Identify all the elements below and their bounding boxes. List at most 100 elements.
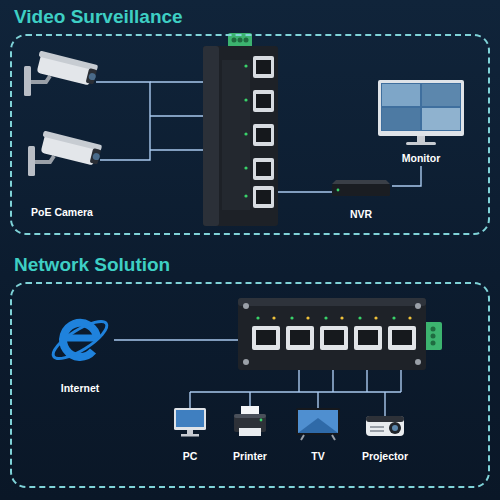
device-node: TV <box>290 406 346 464</box>
internet-icon <box>48 315 111 365</box>
device-node: Printer <box>222 406 278 464</box>
device-label: PoE Camera <box>31 206 93 219</box>
projector-icon-part <box>370 426 384 428</box>
poe-switch-vertical-part <box>222 60 250 210</box>
device-label: PC <box>183 450 198 463</box>
camera-wires-part <box>150 149 210 150</box>
poe-switch-horizontal-part-part <box>290 316 293 319</box>
device-label: TV <box>311 450 324 463</box>
network-wires-part <box>189 392 190 408</box>
poe-switch-horizontal-part-part <box>256 316 259 319</box>
poe-switch-horizontal-part-part <box>243 303 249 309</box>
printer-icon-part <box>234 414 266 418</box>
poe-switch-vertical-part-part <box>253 186 274 208</box>
section-heading: Network Solution <box>14 254 170 276</box>
poe-switch-vertical-part-part <box>253 158 274 180</box>
monitor-icon-part <box>422 84 460 106</box>
device-node: Monitor <box>375 78 467 166</box>
projector-icon-part <box>366 416 404 422</box>
poe-switch-vertical-part <box>253 56 274 208</box>
poe-switch-horizontal-part <box>424 322 442 350</box>
monitor-icon-part <box>417 136 425 142</box>
poe-switch-vertical-part-part <box>244 132 247 135</box>
monitor-icon <box>378 80 464 145</box>
printer-icon-part <box>260 419 263 422</box>
poe-switch-horizontal-part-part <box>324 316 327 319</box>
poe-camera-icon-part-part <box>86 68 97 84</box>
poe-switch-vertical-part <box>256 60 271 204</box>
poe-switch-horizontal-part <box>256 330 412 345</box>
poe-switch-vertical-part-part <box>256 128 271 142</box>
poe-switch-horizontal-part-part <box>256 330 276 345</box>
poe-camera-icon-part-part <box>39 51 99 71</box>
poe-switch-horizontal-part-part <box>415 303 421 309</box>
poe-switch-vertical-part-part <box>256 60 271 74</box>
camera-wires-part <box>150 81 210 82</box>
poe-switch-horizontal-part-part <box>272 316 275 319</box>
poe-switch-horizontal-part-part <box>324 330 344 345</box>
nvr-icon-part <box>332 184 390 196</box>
device-node: Internet <box>44 308 116 396</box>
device-label: Internet <box>61 382 100 395</box>
poe-switch-vertical-part-part <box>256 162 271 176</box>
poe-switch-horizontal-part-part <box>392 330 412 345</box>
poe-switch-vertical-part <box>203 46 278 226</box>
network-wires-part <box>114 339 240 340</box>
poe-switch-horizontal-part-part <box>243 359 249 365</box>
monitor-icon-part <box>422 108 460 130</box>
poe-switch-horizontal-part <box>256 316 411 319</box>
projector-icon-part <box>370 430 384 432</box>
nvr-icon-part <box>332 180 390 184</box>
pc-icon-part <box>181 434 199 437</box>
pc-icon-part <box>187 430 193 434</box>
poe-switch-vertical-part-part <box>244 64 247 67</box>
poe-switch-horizontal-part-part <box>354 326 382 350</box>
printer-icon <box>234 406 266 436</box>
poe-camera-icon-part <box>35 51 99 87</box>
projector-icon-part <box>392 425 398 431</box>
monitor-icon-part <box>382 108 420 130</box>
poe-switch-vertical-part <box>203 46 219 226</box>
poe-camera-icon-part-part <box>90 148 101 164</box>
monitor-icon-part <box>381 83 461 131</box>
poe-switch-vertical-part-part <box>253 124 274 146</box>
projector-icon-part <box>366 416 404 436</box>
poe-switch-vertical-part <box>244 38 249 43</box>
poe-switch-horizontal <box>238 298 442 370</box>
projector-icon <box>366 416 404 436</box>
nvr-icon <box>332 180 390 196</box>
poe-switch-horizontal-part-part <box>415 359 421 365</box>
poe-camera-icon-part-part <box>92 152 100 160</box>
network-wires-part <box>249 392 250 406</box>
poe-camera-icon-part <box>24 66 31 96</box>
internet-icon-part <box>48 315 111 365</box>
section-heading: Video Surveillance <box>14 6 183 28</box>
poe-switch-vertical-part-part <box>253 56 274 78</box>
poe-switch-vertical-part-part <box>244 166 247 169</box>
nvr-icon-part <box>337 189 340 192</box>
poe-camera-icon-part-part <box>43 131 103 151</box>
poe-switch-vertical-part <box>238 38 243 43</box>
camera-wires-part <box>276 191 333 192</box>
poe-switch-horizontal-part-part <box>374 316 377 319</box>
poe-switch-horizontal-part-part <box>306 316 309 319</box>
poe-switch-horizontal-part-part <box>290 330 310 345</box>
poe-camera-icon-part <box>28 146 35 176</box>
poe-switch-horizontal-part <box>431 341 436 346</box>
poe-camera-icon <box>24 51 99 96</box>
poe-switch-vertical-part <box>244 64 247 197</box>
poe-switch-horizontal-part-part <box>320 326 348 350</box>
poe-switch-horizontal-part <box>243 303 421 365</box>
poe-switch-horizontal-part-part <box>392 316 395 319</box>
network-wires-part <box>384 392 385 416</box>
poe-switch-vertical-part-part <box>256 94 271 108</box>
device-node: PC <box>162 406 218 464</box>
poe-camera-icon-part <box>39 131 103 167</box>
monitor-icon-part <box>378 80 464 136</box>
poe-switch-horizontal-part-part <box>358 316 361 319</box>
poe-switch-horizontal-part-part <box>286 326 314 350</box>
projector-icon-part <box>389 422 401 434</box>
pc-icon-part <box>174 408 206 430</box>
